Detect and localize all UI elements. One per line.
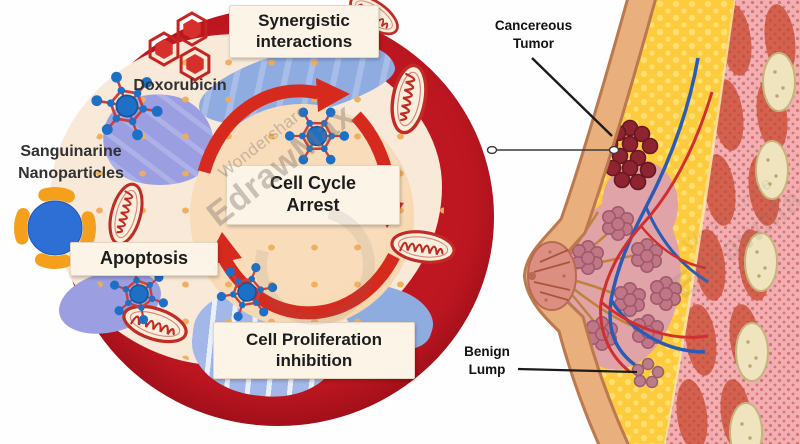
rib-icon [729, 52, 796, 444]
doxorubicin-label: Doxorubicin [133, 77, 227, 94]
apoptosis-label: Apoptosis [70, 242, 218, 276]
synergistic-interactions-label: Synergistic interactions [229, 5, 379, 59]
cancerous-tumor-label: Cancereous Tumor [494, 18, 573, 52]
sanguinarine-nanoparticles-label: Sanguinarine Nanoparticles [18, 143, 124, 183]
benign-lump [631, 357, 665, 389]
nipple [527, 241, 577, 311]
blood-vessels [599, 57, 714, 374]
breast-anatomy-illustration [522, 0, 800, 444]
cell-proliferation-inhibition-label: Cell Proliferation inhibition [213, 322, 415, 380]
benign-lump-label: Benign Lump [464, 344, 510, 378]
